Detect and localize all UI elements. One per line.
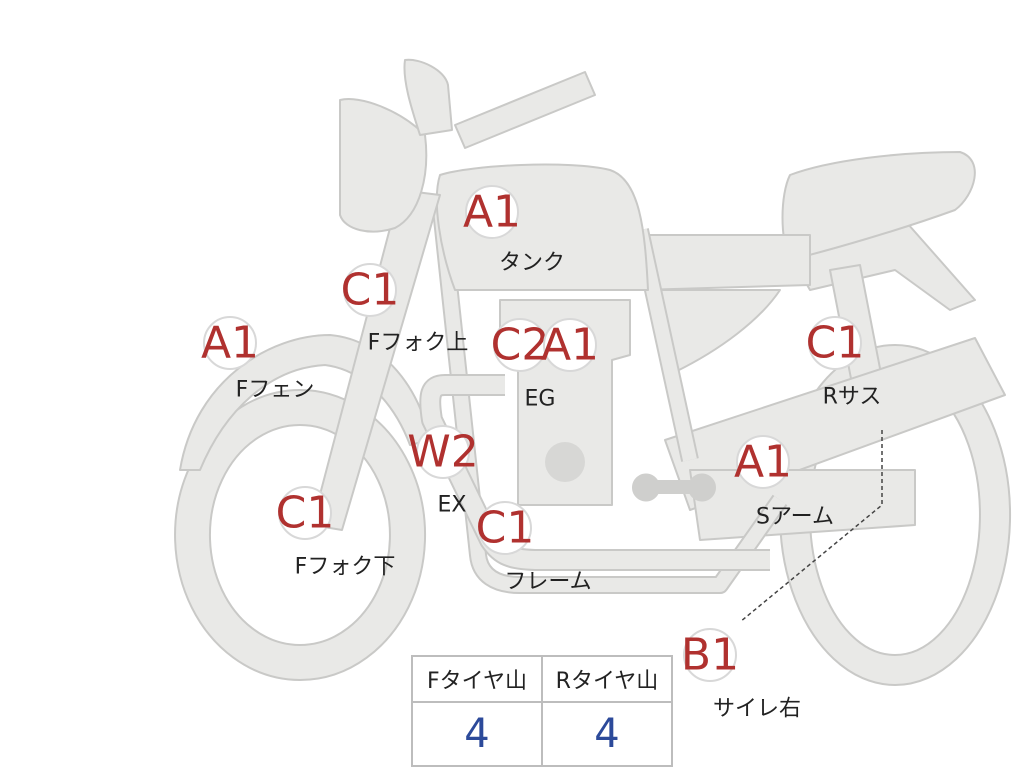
frame-loop-fill bbox=[433, 199, 786, 592]
marker-side-right: B1 サイレ右 bbox=[681, 628, 801, 722]
exhaust-code: W2 bbox=[407, 427, 479, 478]
f-fork-upper-code: C1 bbox=[341, 265, 400, 316]
frame-rear-down-fill bbox=[633, 228, 697, 462]
engine-code-1: C2 bbox=[491, 320, 550, 371]
rear-tire-value: 4 bbox=[541, 701, 673, 767]
swing-plate bbox=[689, 469, 916, 541]
front-tire-value: 4 bbox=[411, 701, 543, 767]
front-fork bbox=[311, 189, 441, 531]
tank-code: A1 bbox=[463, 187, 521, 238]
f-fender-label: Fフェン bbox=[236, 378, 315, 403]
marker-tank: A1 タンク bbox=[463, 185, 565, 276]
marker-frame: C1 フレーム bbox=[476, 501, 592, 595]
marker-f-fender: A1 Fフェン bbox=[201, 316, 315, 403]
handlebar bbox=[454, 71, 596, 149]
f-fork-lower-label: Fフォク下 bbox=[295, 555, 396, 580]
footpeg bbox=[632, 473, 716, 502]
side-cover bbox=[639, 234, 811, 291]
tank-label: タンク bbox=[499, 251, 565, 276]
steering-head bbox=[403, 58, 453, 136]
marker-s-arm: A1 Sアーム bbox=[734, 435, 834, 530]
r-suspension-code: C1 bbox=[806, 318, 865, 369]
s-arm-label: Sアーム bbox=[756, 505, 834, 530]
tire-tread-table: Fタイヤ山 Rタイヤ山 4 4 bbox=[411, 655, 673, 767]
side-right-label: サイレ右 bbox=[713, 697, 801, 722]
exhaust-pipe-fill bbox=[421, 376, 770, 569]
s-arm-code: A1 bbox=[734, 437, 792, 488]
frame-code: C1 bbox=[476, 503, 535, 554]
marker-engine: C2 A1 EG bbox=[491, 318, 599, 412]
motorcycle-silhouette bbox=[174, 58, 1012, 686]
engine-cover bbox=[545, 442, 585, 482]
f-fork-lower-code: C1 bbox=[276, 488, 335, 539]
marker-f-fork-lower: C1 Fフォク下 bbox=[276, 486, 396, 580]
side-right-leader bbox=[739, 430, 883, 623]
front-tire-header: Fタイヤ山 bbox=[411, 655, 543, 703]
frame-label: フレーム bbox=[504, 570, 591, 595]
headlight bbox=[339, 98, 428, 233]
marker-r-suspension: C1 Rサス bbox=[806, 316, 882, 410]
side-right-code: B1 bbox=[681, 630, 739, 681]
tire-tread-value-row: 4 4 bbox=[411, 701, 673, 767]
exhaust-label: EX bbox=[438, 493, 467, 518]
f-fender-code: A1 bbox=[201, 318, 259, 369]
marker-exhaust: W2 EX bbox=[407, 425, 479, 518]
tire-tread-header-row: Fタイヤ山 Rタイヤ山 bbox=[411, 655, 673, 703]
rear-cowl bbox=[659, 289, 781, 373]
engine-label: EG bbox=[525, 387, 556, 412]
rear-tire-header: Rタイヤ山 bbox=[541, 655, 673, 703]
f-fork-upper-label: Fフォク上 bbox=[368, 331, 469, 356]
engine-code-2: A1 bbox=[541, 320, 599, 371]
r-suspension-label: Rサス bbox=[823, 385, 882, 410]
marker-f-fork-upper: C1 Fフォク上 bbox=[341, 263, 469, 356]
